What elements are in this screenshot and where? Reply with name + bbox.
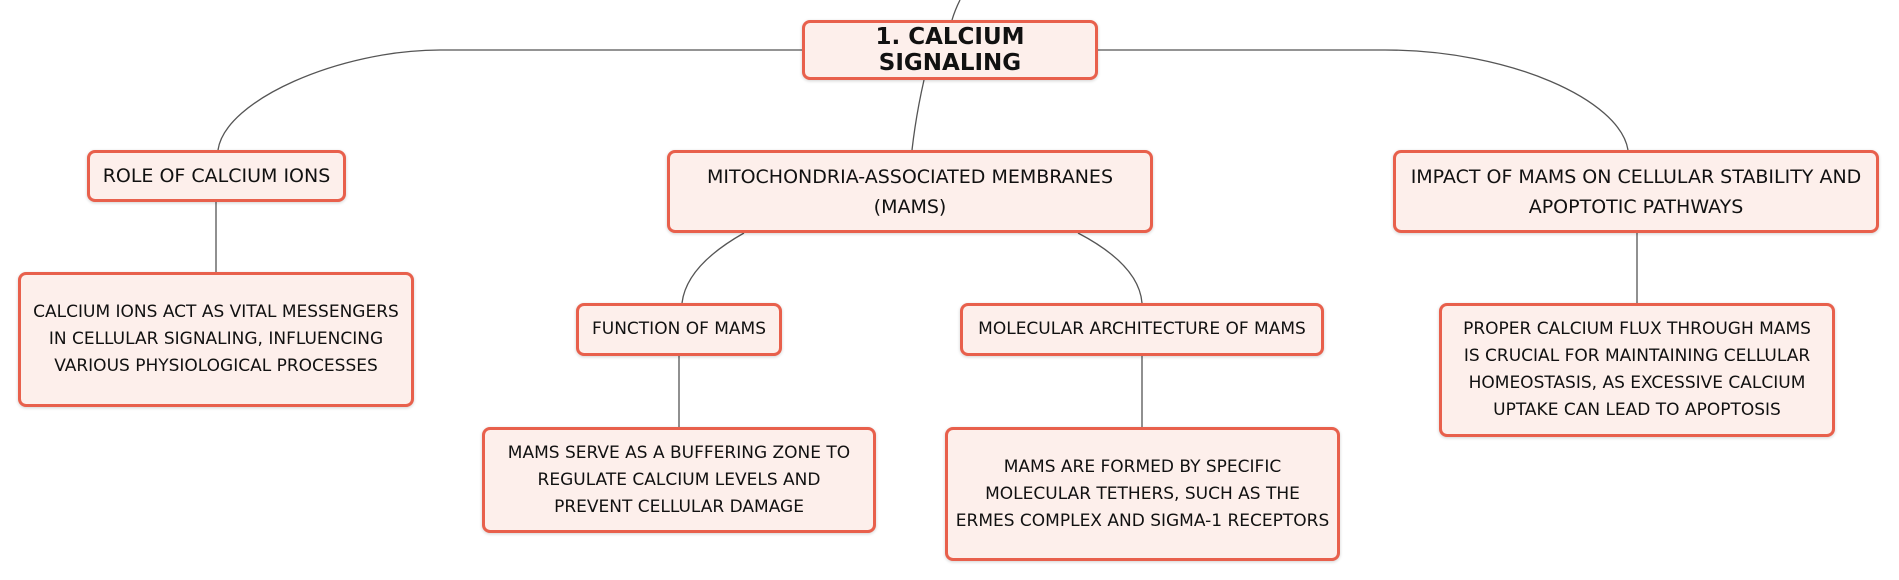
node-label: MITOCHONDRIA-ASSOCIATED MEMBRANES (MAMS) (706, 165, 1113, 218)
node-function-of-mams[interactable]: FUNCTION OF MAMS (576, 303, 782, 356)
node-mitochondria-associated-membranes[interactable]: MITOCHONDRIA-ASSOCIATED MEMBRANES (MAMS) (667, 150, 1153, 233)
connector-root-role (217, 49, 802, 151)
node-detail-text: PROPER CALCIUM FLUX THROUGH MAMS IS CRUC… (1463, 319, 1811, 420)
node-molecular-architecture-of-mams[interactable]: MOLECULAR ARCHITECTURE OF MAMS (960, 303, 1324, 356)
node-label: MOLECULAR ARCHITECTURE OF MAMS (978, 319, 1306, 339)
connector-mams-architecture (1077, 232, 1143, 304)
node-label: FUNCTION OF MAMS (591, 319, 767, 339)
node-detail-text: MAMS SERVE AS A BUFFERING ZONE TO REGULA… (507, 442, 851, 517)
node-role-of-calcium-ions[interactable]: ROLE OF CALCIUM IONS (87, 150, 346, 202)
node-role-detail[interactable]: CALCIUM IONS ACT AS VITAL MESSENGERS IN … (18, 272, 414, 407)
connector-parent-root (951, 0, 961, 21)
root-node-calcium-signaling[interactable]: 1. CALCIUM SIGNALING (802, 20, 1098, 80)
connector-root-mams (911, 79, 925, 151)
node-architecture-detail[interactable]: MAMS ARE FORMED BY SPECIFIC MOLECULAR TE… (945, 427, 1340, 561)
node-detail-text: MAMS ARE FORMED BY SPECIFIC MOLECULAR TE… (955, 456, 1330, 531)
node-label: ROLE OF CALCIUM IONS (102, 165, 331, 187)
connector-mams-function (681, 232, 745, 304)
connector-root-impact (1098, 49, 1629, 151)
root-node-label: 1. CALCIUM SIGNALING (875, 24, 1025, 76)
node-label: IMPACT OF MAMS ON CELLULAR STABILITY AND… (1410, 165, 1862, 218)
node-impact-of-mams[interactable]: IMPACT OF MAMS ON CELLULAR STABILITY AND… (1393, 150, 1879, 233)
node-function-detail[interactable]: MAMS SERVE AS A BUFFERING ZONE TO REGULA… (482, 427, 876, 533)
node-detail-text: CALCIUM IONS ACT AS VITAL MESSENGERS IN … (33, 302, 399, 376)
node-impact-detail[interactable]: PROPER CALCIUM FLUX THROUGH MAMS IS CRUC… (1439, 303, 1835, 437)
